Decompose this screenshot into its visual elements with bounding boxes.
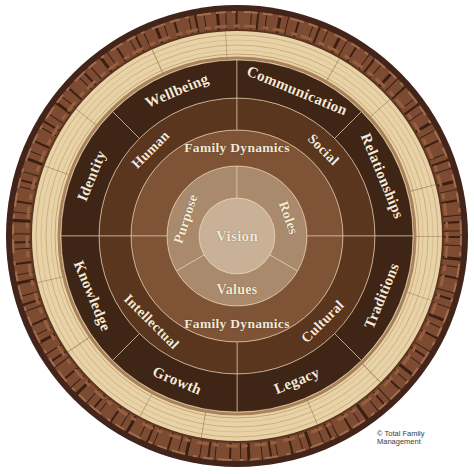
bark-cracks: [21, 20, 453, 452]
ring-segment: Legacy: [236, 332, 363, 413]
bark-inner: [27, 26, 447, 446]
growth-ring: [36, 35, 438, 437]
segment-label: Family Dynamics: [184, 141, 289, 155]
ring-segment: Wellbeing: [111, 59, 238, 140]
segment-label: Vision: [216, 229, 258, 244]
ring-segment-fill: [237, 60, 361, 138]
bark-highlight: [13, 12, 461, 460]
ring-border: [59, 58, 415, 414]
ring-segment-fill: [335, 112, 413, 236]
ring-segment: Identity: [60, 110, 141, 238]
ring-segment: Traditions: [333, 235, 414, 362]
ring-segment-fill: [237, 334, 361, 412]
copyright-note: © Total Family Management: [377, 430, 445, 446]
ring-segment-fill: [61, 112, 139, 236]
ring-segment: Knowledge: [60, 235, 141, 362]
ring-segment-fill: [335, 236, 413, 360]
growth-ring: [55, 54, 419, 418]
wood-cracks: [46, 45, 428, 427]
wood-ring: [31, 30, 443, 442]
bark-edge: [6, 5, 468, 467]
segment-label: Family Dynamics: [184, 317, 289, 331]
growth-ring: [46, 45, 428, 427]
ring-segment-fill: [113, 60, 237, 138]
bark: [12, 11, 462, 461]
ring-segment: Growth: [111, 332, 239, 413]
ring-segment-fill: [113, 334, 237, 412]
ring-segment-fill: [61, 236, 139, 360]
segment-label: Values: [217, 283, 258, 297]
ring-segment: Relationships: [333, 110, 414, 237]
growth-ring: [41, 40, 433, 432]
ring-segment: Communication: [236, 59, 363, 140]
stump-group: [6, 5, 468, 467]
growth-ring: [51, 50, 423, 422]
